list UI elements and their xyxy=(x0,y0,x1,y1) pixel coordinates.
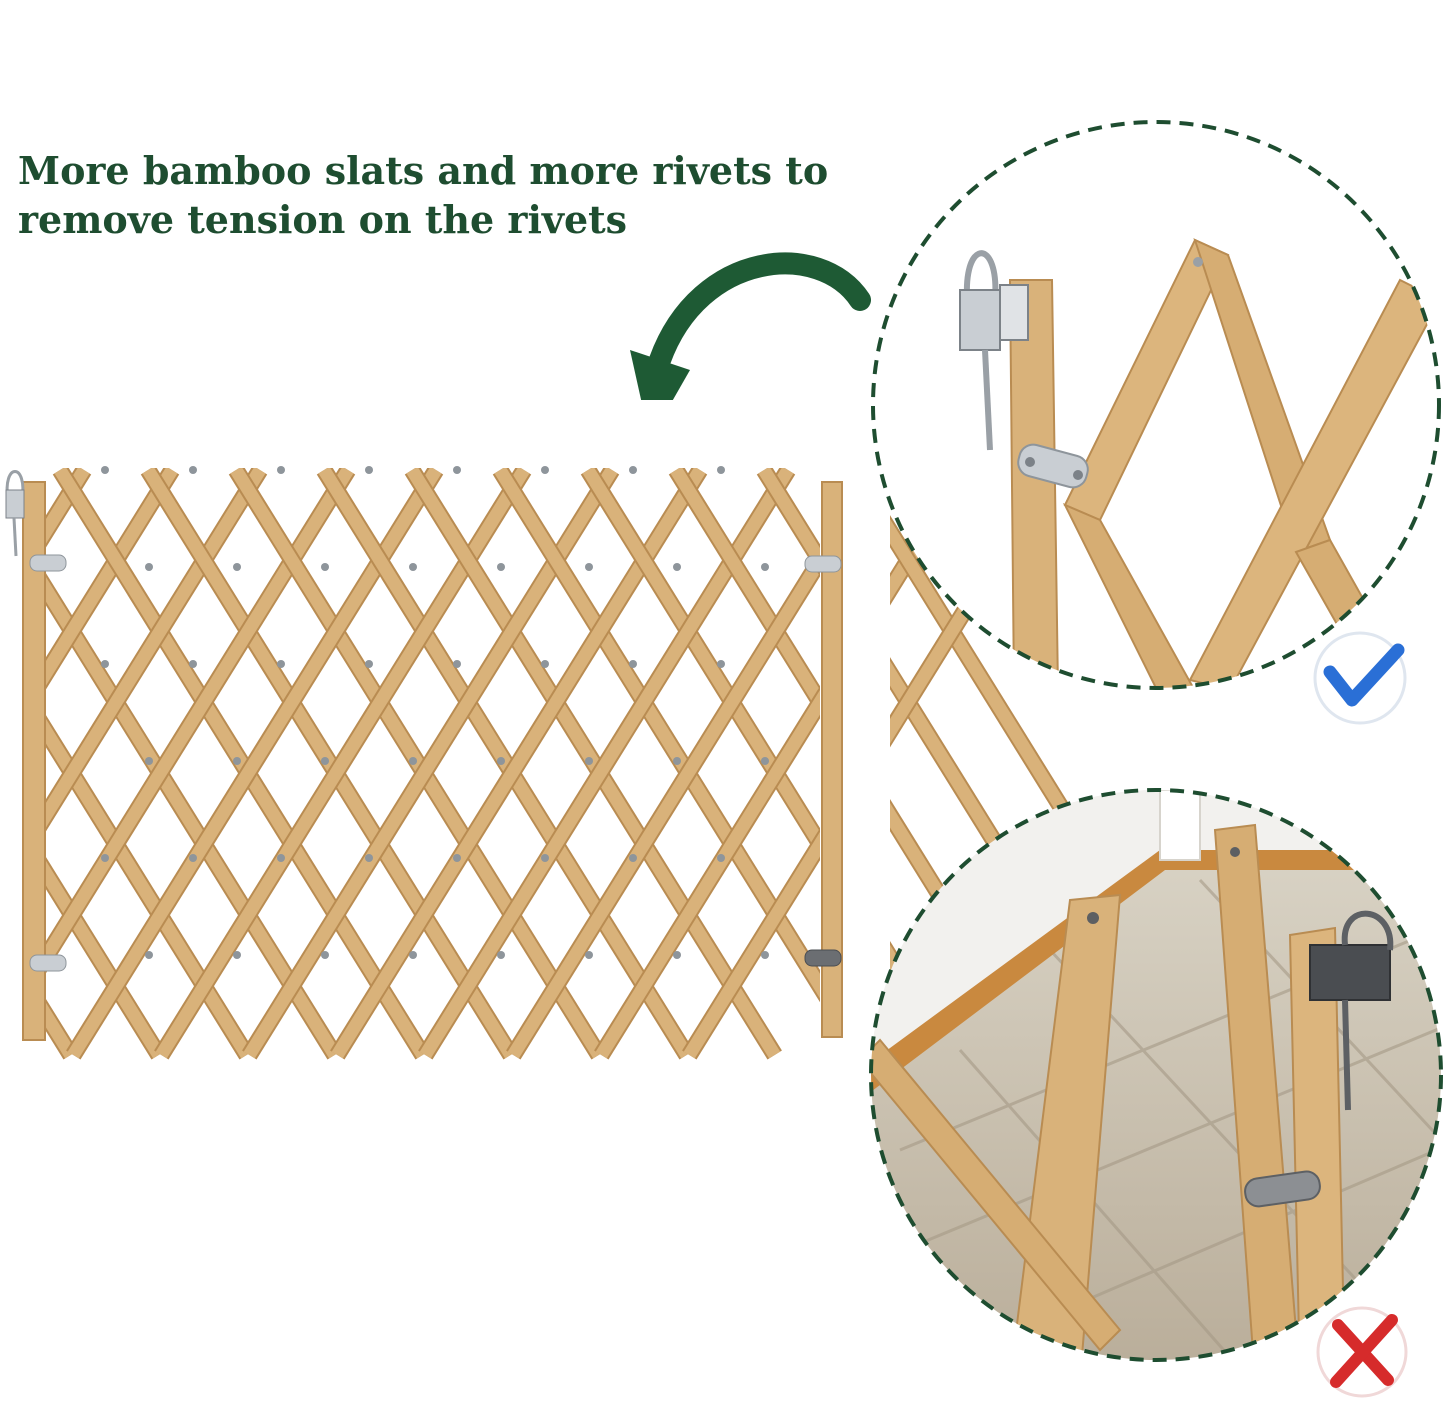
gate-rivet xyxy=(409,757,417,765)
gate-latch-body xyxy=(5,489,25,519)
gate-post-left xyxy=(22,481,46,1041)
gate-rivet xyxy=(233,951,241,959)
gate-rivet xyxy=(365,466,373,474)
gate-rivet xyxy=(145,757,153,765)
headline-line-2: remove tension on the rivets xyxy=(18,197,628,242)
gate-rivet xyxy=(409,563,417,571)
gate-slat xyxy=(54,466,429,1059)
zoom-circle-bad xyxy=(869,788,1443,1362)
gate-rivet xyxy=(101,660,109,668)
gate-rivet xyxy=(321,757,329,765)
gate-rivet xyxy=(365,660,373,668)
check-mark-icon xyxy=(1313,631,1407,725)
gate-rivet xyxy=(497,563,505,571)
gate-rivet xyxy=(629,854,637,862)
gate-rivet xyxy=(189,466,197,474)
gate-rivet xyxy=(409,951,417,959)
gate-latch-pin xyxy=(12,517,18,557)
gate-rivet xyxy=(761,563,769,571)
gate-mask-top xyxy=(0,400,890,468)
gate-rivet xyxy=(673,563,681,571)
gate-plate xyxy=(804,555,842,573)
gate-rivet xyxy=(101,466,109,474)
gate-rivet xyxy=(629,660,637,668)
gate-rivet xyxy=(189,854,197,862)
gate-rivet xyxy=(497,951,505,959)
gate-post-right xyxy=(821,481,843,1038)
gate-slat xyxy=(318,466,693,1059)
gate-rivet xyxy=(717,660,725,668)
gate-slat xyxy=(142,466,517,1059)
gate-rivet xyxy=(189,660,197,668)
gate-slat xyxy=(0,644,253,1059)
gate-rivet xyxy=(321,563,329,571)
gate-rivet xyxy=(541,660,549,668)
gate-rivet xyxy=(585,951,593,959)
gate-rivet xyxy=(277,466,285,474)
gate-rivet xyxy=(541,854,549,862)
gate-slat xyxy=(406,466,781,1059)
gate-rivet xyxy=(453,466,461,474)
gate-rivet xyxy=(497,757,505,765)
gate-rivet xyxy=(673,757,681,765)
gate-slat xyxy=(230,466,605,1059)
gate-rivet xyxy=(233,757,241,765)
gate-rivet xyxy=(277,660,285,668)
gate-slat xyxy=(582,466,957,1059)
gate-rivet xyxy=(541,466,549,474)
gate-rivet xyxy=(585,757,593,765)
gate-rivet xyxy=(673,951,681,959)
gate-rivet xyxy=(761,757,769,765)
headline: More bamboo slats and more rivets to rem… xyxy=(18,146,838,244)
gate-plate xyxy=(29,954,67,972)
headline-line-1: More bamboo slats and more rivets to xyxy=(18,148,829,193)
gate-latch-icon xyxy=(5,470,25,501)
gate-plate xyxy=(29,554,67,572)
gate-rivet xyxy=(145,951,153,959)
gate-rivet xyxy=(629,466,637,474)
gate-mask-bottom xyxy=(0,1062,890,1122)
gate-rivet xyxy=(761,951,769,959)
cross-mark-icon xyxy=(1316,1306,1408,1398)
gate-rivet xyxy=(233,563,241,571)
gate-rivet xyxy=(101,854,109,862)
gate-rivet xyxy=(453,854,461,862)
gate-rivet xyxy=(585,563,593,571)
gate-rivet xyxy=(321,951,329,959)
gate-plate xyxy=(804,949,842,967)
gate-slat xyxy=(494,466,869,1059)
gate-rivet xyxy=(453,660,461,668)
gate-rivet xyxy=(145,563,153,571)
gate-slat xyxy=(0,786,165,1059)
gate-rivet xyxy=(717,466,725,474)
gate-rivet xyxy=(365,854,373,862)
gate-rivet xyxy=(717,854,725,862)
gate-rivet xyxy=(277,854,285,862)
